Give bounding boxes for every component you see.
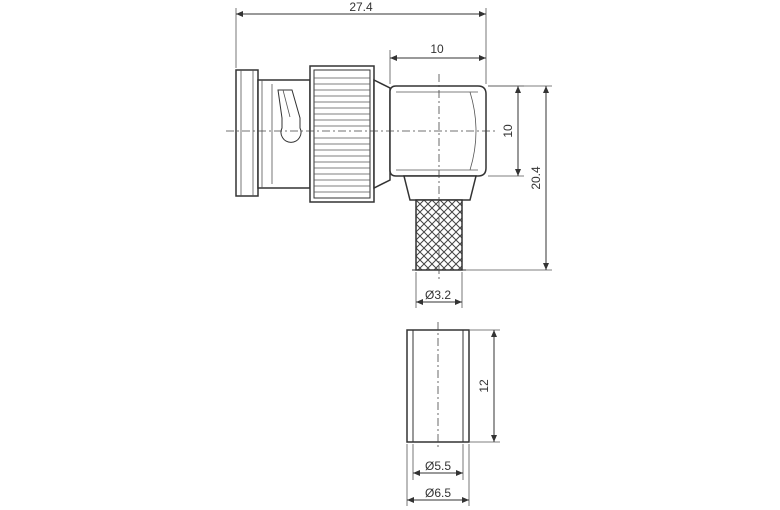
dim-ferrule-length: 12 [470, 329, 500, 443]
elbow-neck [373, 78, 391, 190]
bayonet-body [257, 79, 311, 189]
dim-total-height-label: 20.4 [529, 166, 543, 190]
dim-elbow-width: 10 [389, 42, 486, 84]
coupling-nut-knurl [314, 77, 370, 193]
crimp-sleeve-collar [403, 175, 477, 201]
crimp-ferrule [406, 322, 470, 450]
dim-ferrule-inner-diameter: Ø5.5 [412, 444, 464, 480]
bayonet-slot [277, 89, 302, 143]
bayonet-flange [235, 69, 259, 197]
dim-ferrule-inner-diameter-label: Ø5.5 [425, 459, 451, 473]
dim-overall-length-label: 27.4 [349, 0, 373, 14]
dim-ferrule-outer-diameter: Ø6.5 [406, 444, 470, 506]
coupling-nut [309, 65, 375, 203]
dim-total-height: 20.4 [466, 85, 552, 271]
dim-overall-length: 27.4 [235, 0, 487, 84]
connector-assembly [226, 65, 498, 282]
dim-cable-diameter: Ø3.2 [415, 272, 463, 308]
dim-ferrule-outer-diameter-label: Ø6.5 [425, 486, 451, 500]
dim-ferrule-length-label: 12 [477, 379, 491, 393]
dim-elbow-width-label: 10 [430, 42, 444, 56]
dim-elbow-height-label: 10 [501, 124, 515, 138]
dim-cable-diameter-label: Ø3.2 [425, 288, 451, 302]
